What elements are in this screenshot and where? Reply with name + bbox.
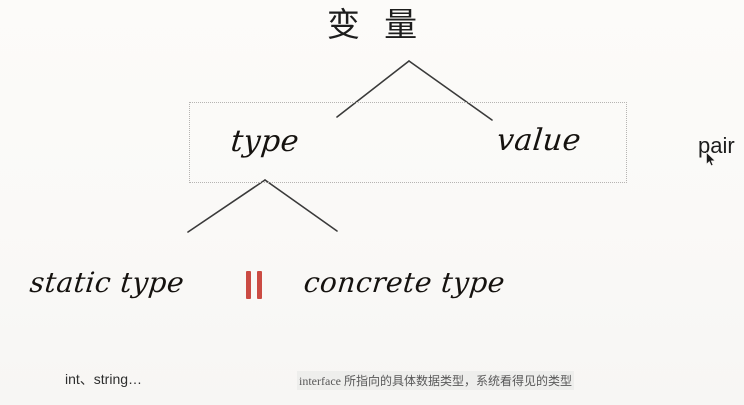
node-static-type: static type xyxy=(28,266,186,299)
mouse-pointer-icon xyxy=(706,152,716,167)
page-title: 变 量 xyxy=(326,8,426,44)
line-type-to-concrete xyxy=(264,179,338,232)
static-type-annotation: int、string… xyxy=(65,371,143,387)
type-value-group-box xyxy=(189,102,627,183)
pair-label: pair xyxy=(698,133,735,158)
node-type: type xyxy=(229,124,301,159)
node-concrete-type: concrete type xyxy=(302,266,507,299)
line-type-to-static xyxy=(187,179,266,233)
concrete-type-annotation: interface 所指向的具体数据类型，系统看得见的类型 xyxy=(297,371,574,390)
equivalence-separator-icon xyxy=(246,271,266,299)
node-value: value xyxy=(495,123,583,158)
